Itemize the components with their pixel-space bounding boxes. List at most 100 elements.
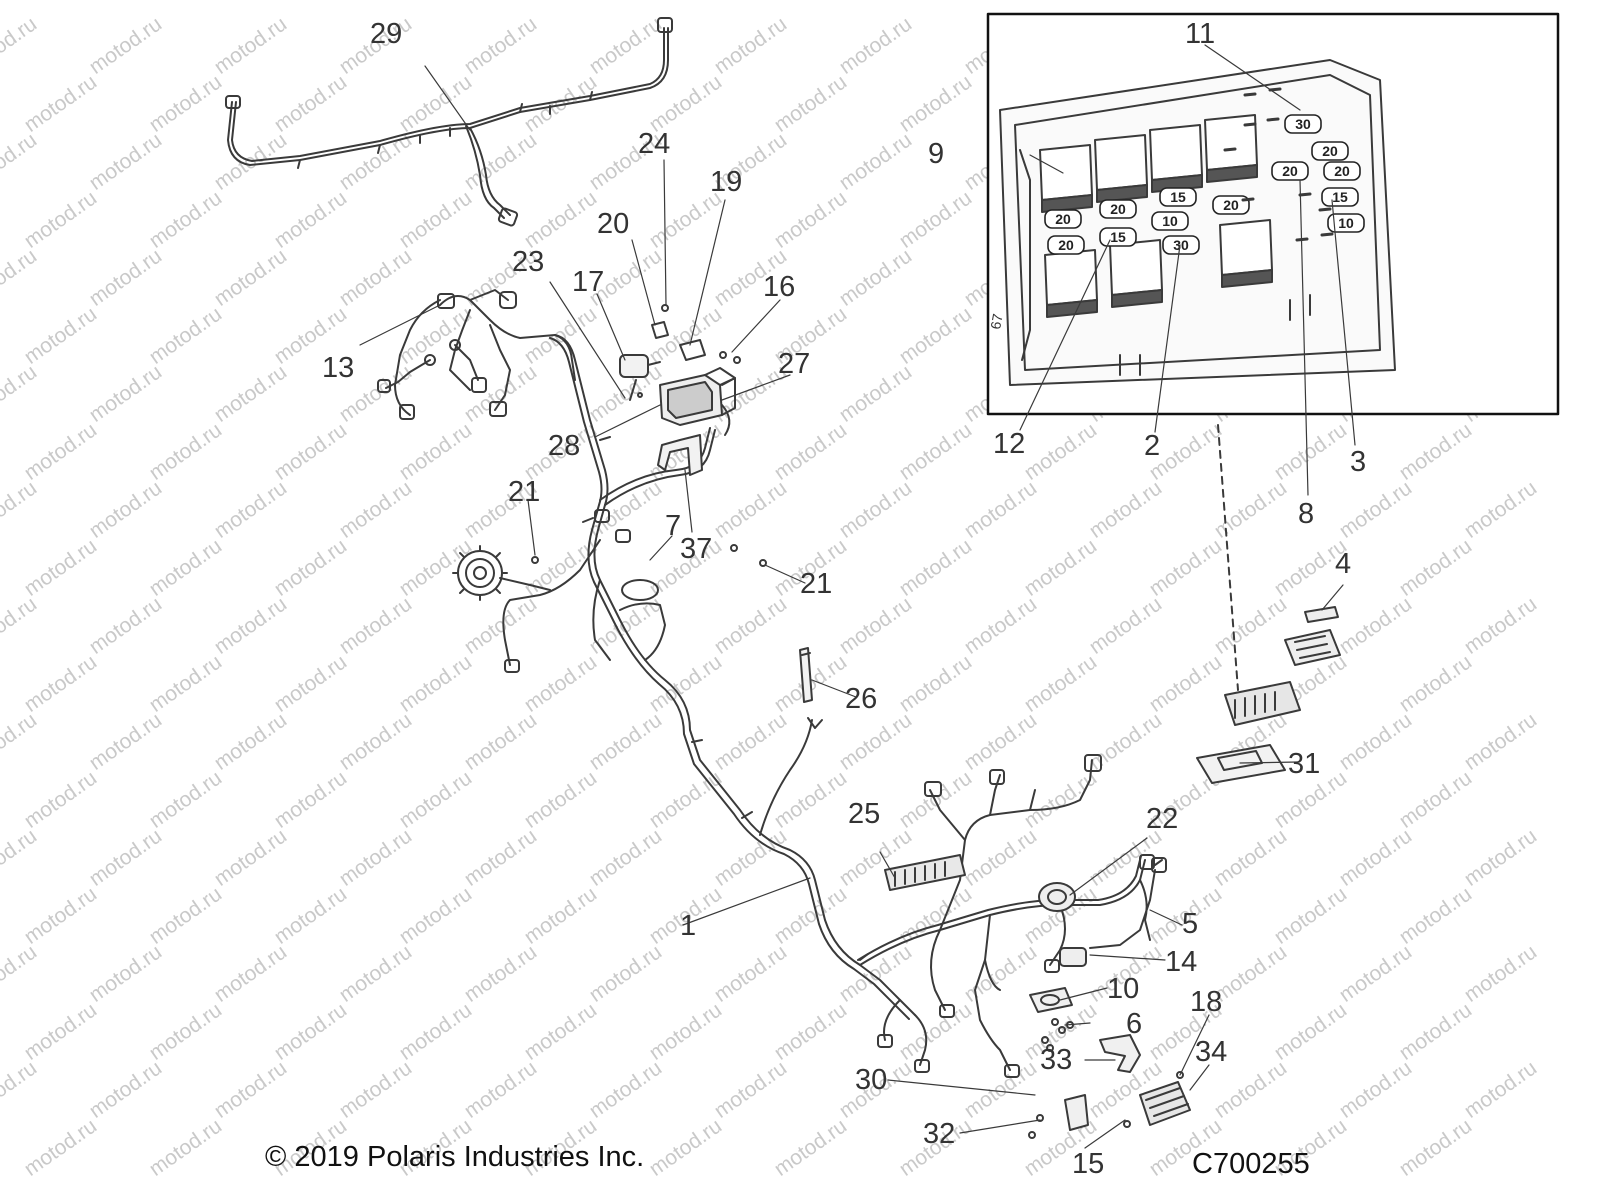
connector-22: [1038, 882, 1076, 912]
relay-top: [1109, 239, 1163, 296]
relay-side: [1096, 184, 1148, 203]
callout-1: 1: [680, 910, 697, 942]
fuse-body: [1151, 211, 1189, 231]
callout-29: 29: [370, 18, 403, 50]
bracket-10: [1029, 987, 1073, 1013]
relay-top: [1149, 124, 1203, 181]
detail-dashed-line: [1217, 424, 1239, 691]
fuse-body: [1284, 114, 1322, 134]
ecu-27: [659, 367, 736, 436]
fuse-body: [1159, 187, 1197, 207]
callout-22: 22: [1146, 803, 1179, 835]
callout-16: 16: [763, 271, 796, 303]
callout-5: 5: [1182, 908, 1199, 940]
relay-side: [1041, 194, 1093, 213]
callout-23: 23: [512, 246, 545, 278]
cover-4: [1284, 606, 1341, 666]
fuse-rating-label: 30: [1295, 116, 1311, 132]
harness-lower: [857, 754, 1155, 1078]
empty-slot-mark: [1318, 207, 1332, 212]
bracket-32: [1028, 1094, 1089, 1139]
callout-27: 27: [778, 348, 811, 380]
callout-18: 18: [1190, 986, 1223, 1018]
callout-3: 3: [1350, 446, 1367, 478]
callout-25: 25: [848, 798, 881, 830]
fuse-body: [1099, 199, 1137, 219]
stator: [452, 545, 551, 601]
fuse-body: [1271, 161, 1309, 181]
empty-slot-mark: [1268, 87, 1282, 92]
empty-slot-mark: [1298, 192, 1312, 197]
callout-19: 19: [710, 166, 743, 198]
fuse-rating-label: 15: [1110, 229, 1126, 245]
fuse-body: [1321, 187, 1359, 207]
fuse-box-housing: [1224, 681, 1301, 726]
callout-14: 14: [1165, 946, 1198, 978]
relay-top: [1039, 144, 1093, 201]
leader-lines: [359, 44, 1356, 1149]
callout-17: 17: [572, 266, 605, 298]
callout-32: 32: [923, 1118, 956, 1150]
fuse-rating-label: 20: [1282, 163, 1298, 179]
callout-30: 30: [855, 1064, 888, 1096]
callout-9: 9: [928, 138, 945, 170]
empty-slot-mark: [1266, 117, 1280, 122]
relay-top: [1219, 219, 1273, 276]
connector-17: [619, 354, 661, 378]
callout-24: 24: [638, 128, 671, 160]
connector-14: [1059, 947, 1087, 967]
fuse-body: [1044, 209, 1082, 229]
fuse-rating-label: 20: [1223, 197, 1239, 213]
callout-20: 20: [597, 208, 630, 240]
fuse-rating-label: 10: [1338, 215, 1354, 231]
copyright-text: © 2019 Polaris Industries Inc.: [265, 1141, 645, 1173]
callout-21a: 21: [508, 476, 541, 508]
callout-8: 8: [1298, 498, 1315, 530]
fuse-rating-label: 20: [1110, 201, 1126, 217]
fuse-body: [1162, 235, 1200, 255]
harness-13: [377, 289, 576, 420]
harness-main-1: [502, 334, 916, 1020]
callout-28: 28: [548, 430, 581, 462]
diagram-code: C700255: [1192, 1148, 1310, 1180]
small-parts-upper: [531, 304, 767, 567]
fuse-rating-label: 30: [1173, 237, 1189, 253]
callout-26: 26: [845, 683, 878, 715]
bracket-33: [1099, 1034, 1141, 1073]
fuse-block-25: [884, 854, 966, 891]
fuse-rating-label: 15: [1170, 189, 1186, 205]
callout-6: 6: [1126, 1008, 1143, 1040]
callout-13: 13: [322, 352, 355, 384]
callout-34: 34: [1195, 1036, 1228, 1068]
regulator-34: [1123, 1071, 1191, 1128]
fuse-body: [1327, 213, 1365, 233]
empty-slot-mark: [1243, 122, 1257, 127]
callout-37: 37: [680, 533, 713, 565]
clip-26: [799, 647, 813, 703]
relay-side: [1221, 269, 1273, 288]
fuse-rating-label: 20: [1058, 237, 1074, 253]
fuse-body: [1323, 161, 1361, 181]
housing-mark: 67: [987, 312, 1005, 330]
callout-7: 7: [665, 510, 682, 542]
callout-21b: 21: [800, 568, 833, 600]
relay-side: [1206, 164, 1258, 183]
empty-slot-mark: [1243, 92, 1257, 97]
fuse-body: [1212, 195, 1250, 215]
fuse-rating-label: 20: [1334, 163, 1350, 179]
callout-11: 11: [1185, 18, 1216, 50]
empty-slot-mark: [1241, 197, 1255, 202]
empty-slot-mark: [1223, 147, 1237, 152]
fuse-rating-label: 20: [1055, 211, 1071, 227]
fuse-rating-label: 20: [1322, 143, 1338, 159]
bracket-37: [657, 434, 703, 476]
callout-2: 2: [1144, 430, 1161, 462]
fuse-rating-label: 15: [1332, 189, 1348, 205]
relay-side: [1111, 289, 1163, 308]
relay-top: [1044, 249, 1098, 306]
fuse-body: [1047, 235, 1085, 255]
plate-31: [1196, 744, 1286, 784]
